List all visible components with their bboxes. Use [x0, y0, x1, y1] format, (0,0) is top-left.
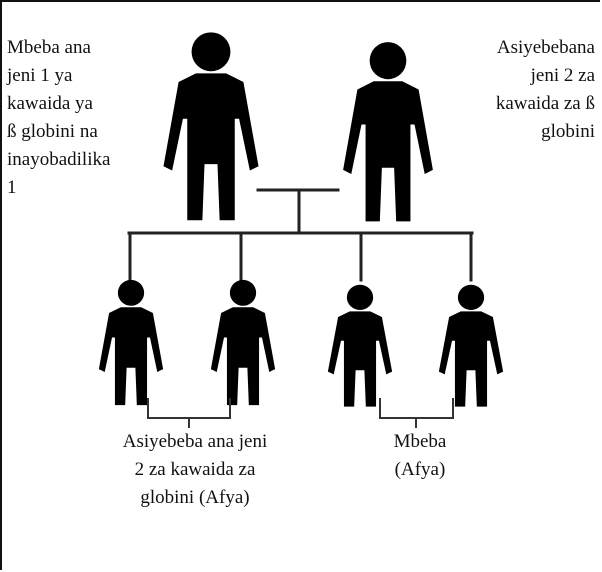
parent-carrier-figure — [163, 32, 259, 221]
parent-carrier-label: Mbeba ana jeni 1 ya kawaida ya ß globini… — [7, 37, 111, 198]
bracket-carrier-children — [379, 398, 454, 428]
parent-non-carrier-label: Asiyebebana jeni 2 za kawaida za ß globi… — [495, 37, 595, 142]
children-carrier-label: Mbeba (Afya) — [393, 431, 447, 480]
child-carrier-figure-1 — [327, 284, 393, 407]
parent-non-carrier-figure — [343, 42, 433, 222]
child-non-carrier-figure-2 — [210, 279, 276, 406]
bracket-non-carrier-children — [147, 398, 231, 428]
child-non-carrier-figure-1 — [98, 279, 164, 406]
children-non-carrier-label: Asiyebeba ana jeni 2 za kawaida za globi… — [122, 431, 268, 508]
child-carrier-figure-2 — [438, 284, 504, 407]
